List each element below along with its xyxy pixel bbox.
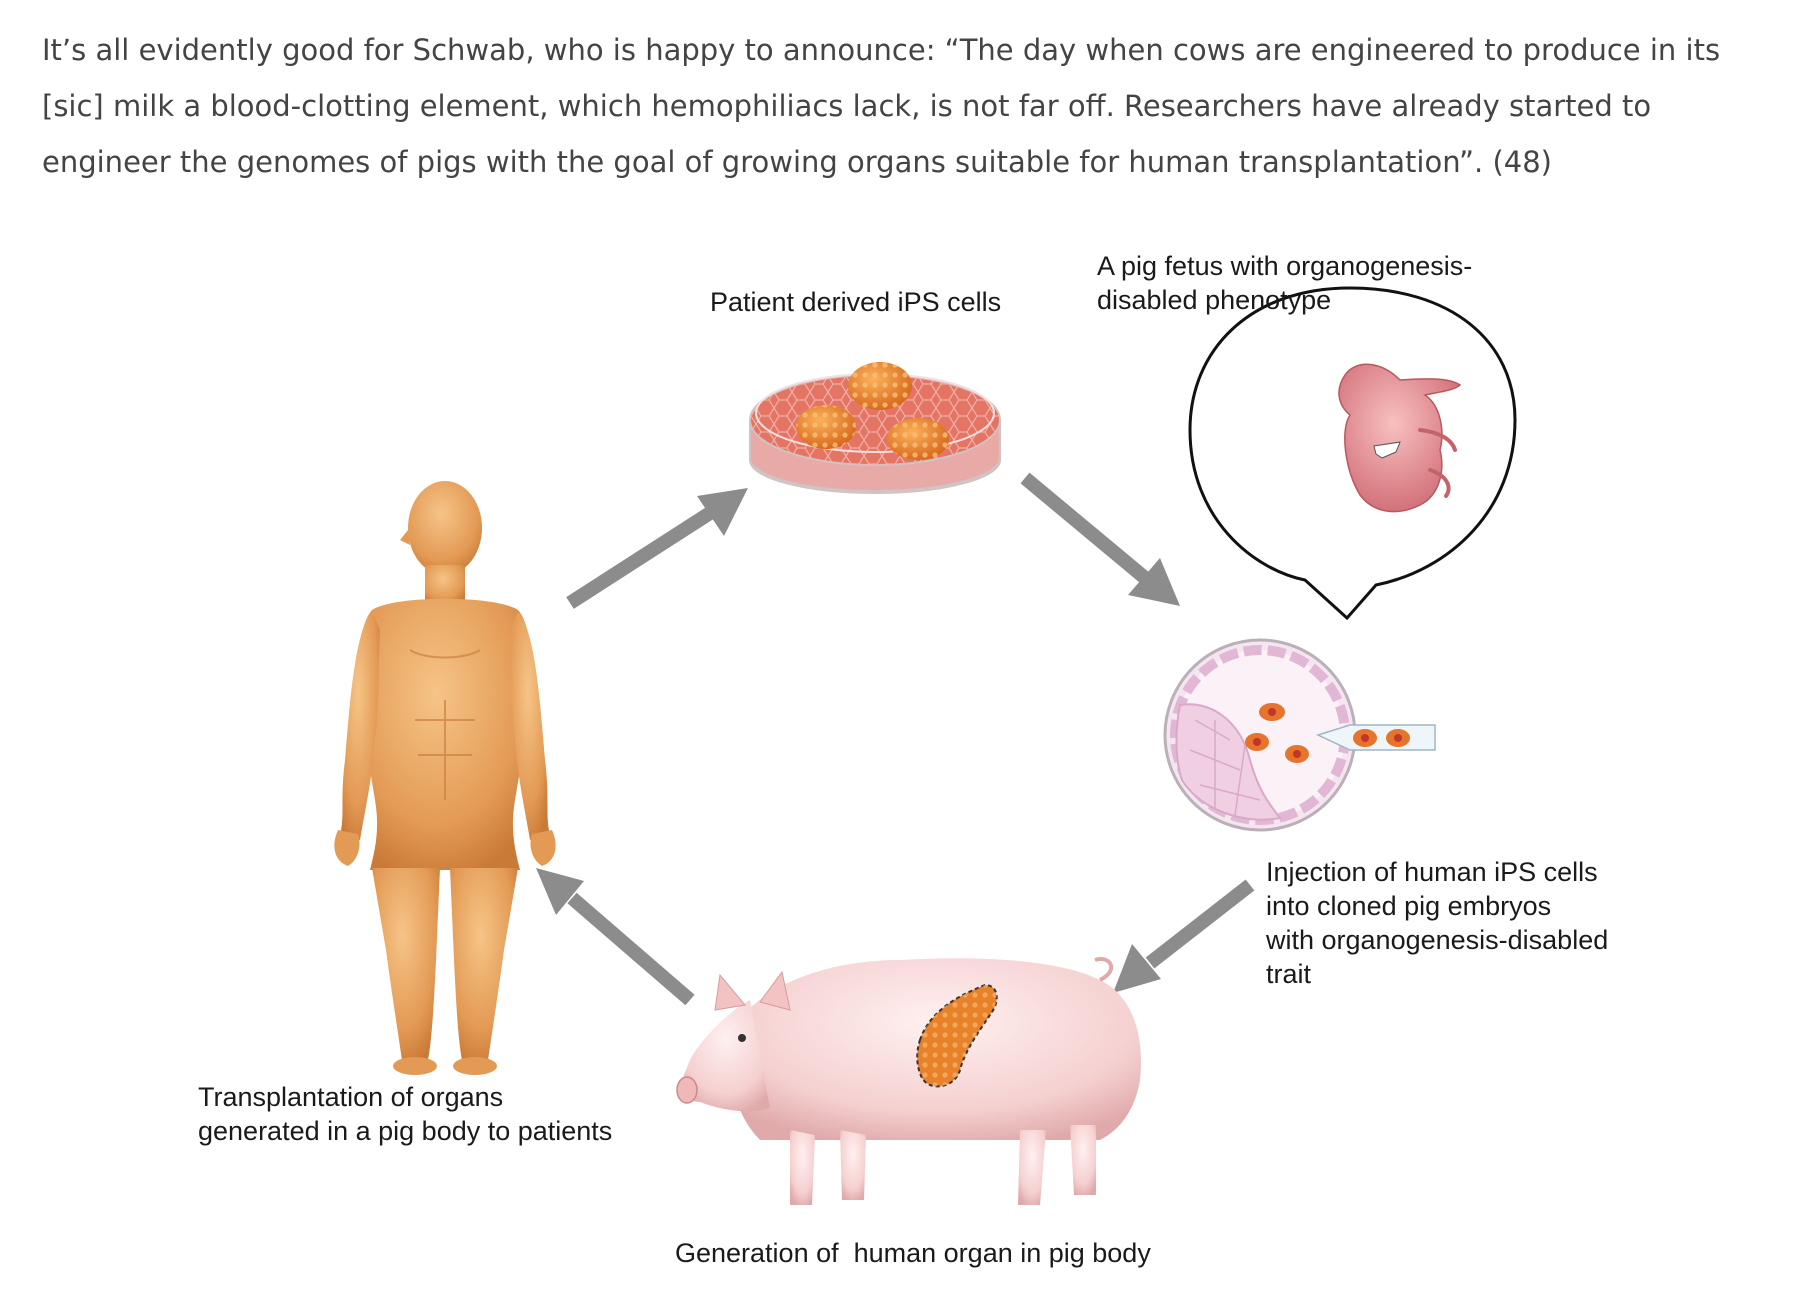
label-pig-organ: Generation of human organ in pig body (675, 1238, 1151, 1268)
label-injection-line3: with organogenesis-disabled (1266, 925, 1609, 955)
human-organ (916, 983, 998, 1088)
arrow-pig-to-human (536, 868, 695, 1006)
ips-cell (1245, 733, 1269, 751)
human-figure (334, 481, 556, 1075)
arrow-cells-to-embryo (1020, 472, 1180, 606)
arrow-human-to-cells (566, 488, 748, 609)
label-transplant-line2: generated in a pig body to patients (198, 1116, 613, 1146)
pig-fetus (1338, 363, 1462, 513)
ips-cell (1285, 745, 1309, 763)
label-fetus-line2: disabled phenotype (1097, 285, 1332, 315)
cell-cluster (887, 418, 949, 460)
label-transplant-line1: Transplantation of organs (198, 1082, 504, 1112)
cell-cluster (848, 362, 912, 410)
pig (676, 957, 1141, 1205)
petri-dish-ips-cells (749, 362, 1001, 494)
arrow-embryo-to-pig (1113, 879, 1255, 993)
label-injection-line4: trait (1266, 959, 1312, 989)
ips-cell (1259, 703, 1285, 721)
label-fetus-line1: A pig fetus with organogenesis- (1097, 251, 1473, 281)
label-injection-line1: Injection of human iPS cells (1266, 857, 1598, 887)
cell-cluster (796, 405, 856, 449)
label-patient-cells: Patient derived iPS cells (710, 287, 1002, 317)
injection-pipette (1315, 724, 1436, 751)
embryo-injection (1163, 638, 1436, 832)
intro-paragraph: It’s all evidently good for Schwab, who … (42, 33, 1721, 179)
label-injection-line2: into cloned pig embryos (1266, 891, 1552, 921)
